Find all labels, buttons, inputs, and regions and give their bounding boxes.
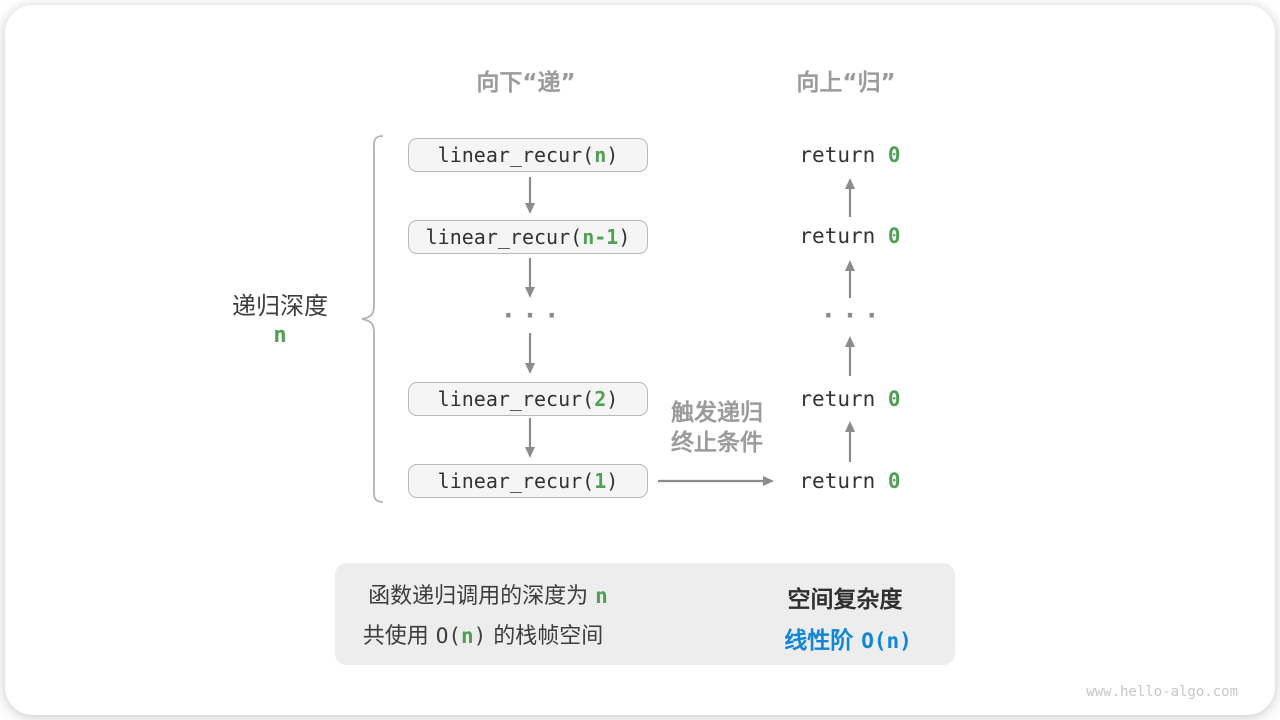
return-statement: return 0 (799, 224, 900, 248)
return-value: 0 (887, 143, 901, 167)
header-return-up: 向上“归” (796, 70, 896, 96)
call-arg: n-1 (582, 225, 619, 249)
summary-big-o-open: O( (435, 624, 461, 648)
summary-big-o-close: ) (473, 624, 487, 648)
call-label: linear_recur(2) (438, 387, 619, 411)
return-keyword: return (799, 224, 888, 248)
summary-depth-value: n (595, 584, 608, 608)
figure-card: 向下“递” 向上“归” 递归深 (5, 5, 1275, 715)
return-keyword: return (799, 143, 888, 167)
call-arg: n (594, 143, 607, 167)
return-statement: return 0 (799, 469, 900, 493)
depth-value: n (273, 323, 287, 348)
summary-depth-line: 函数递归调用的深度为 n (368, 583, 608, 610)
summary-space-pre: 共使用 (362, 624, 436, 649)
base-case-label-line2: 终止条件 (671, 430, 763, 456)
complexity-notation: O(n) (861, 629, 912, 653)
base-case-label-line1: 触发递归 (671, 400, 763, 426)
summary-space-post: 的栈帧空间 (486, 624, 604, 649)
return-statement: return 0 (799, 387, 900, 411)
summary-space-line: 共使用 O(n) 的栈帧空间 (363, 623, 604, 650)
summary-big-o-n: n (460, 624, 474, 648)
depth-brace-icon (361, 135, 384, 503)
call-label: linear_recur(n) (438, 143, 619, 167)
return-value: 0 (887, 224, 901, 248)
summary-panel (335, 563, 955, 665)
call-prefix: linear_recur( (425, 225, 583, 249)
call-arg: 1 (594, 469, 607, 493)
call-suffix: ) (606, 469, 619, 493)
return-keyword: return (799, 387, 888, 411)
return-value: 0 (887, 387, 901, 411)
base-case-label: 触发递归 终止条件 (671, 398, 763, 458)
return-value: 0 (887, 469, 901, 493)
depth-label: 递归深度 (232, 292, 328, 320)
call-arg: 2 (594, 387, 607, 411)
complexity-order-label: 线性阶 (784, 628, 862, 654)
header-recurse-down: 向下“递” (476, 70, 576, 96)
space-complexity-result: 线性阶 O(n) (784, 621, 912, 655)
call-suffix: ) (606, 143, 619, 167)
stack-ellipsis: ··· (500, 301, 566, 331)
call-stack-box: linear_recur(1) (408, 464, 648, 498)
call-prefix: linear_recur( (437, 469, 595, 493)
call-stack-box: linear_recur(n-1) (408, 220, 648, 254)
return-keyword: return (799, 469, 888, 493)
call-prefix: linear_recur( (437, 387, 595, 411)
return-ellipsis: ··· (820, 301, 886, 331)
watermark: www.hello-algo.com (1086, 684, 1238, 700)
call-suffix: ) (606, 387, 619, 411)
return-statement: return 0 (799, 143, 900, 167)
call-stack-box: linear_recur(2) (408, 382, 648, 416)
call-prefix: linear_recur( (437, 143, 595, 167)
call-label: linear_recur(n-1) (426, 225, 631, 249)
space-complexity-title: 空间复杂度 (787, 587, 903, 613)
call-suffix: ) (618, 225, 631, 249)
summary-depth-text: 函数递归调用的深度为 (368, 584, 589, 609)
call-stack-box: linear_recur(n) (408, 138, 648, 172)
call-label: linear_recur(1) (438, 469, 619, 493)
